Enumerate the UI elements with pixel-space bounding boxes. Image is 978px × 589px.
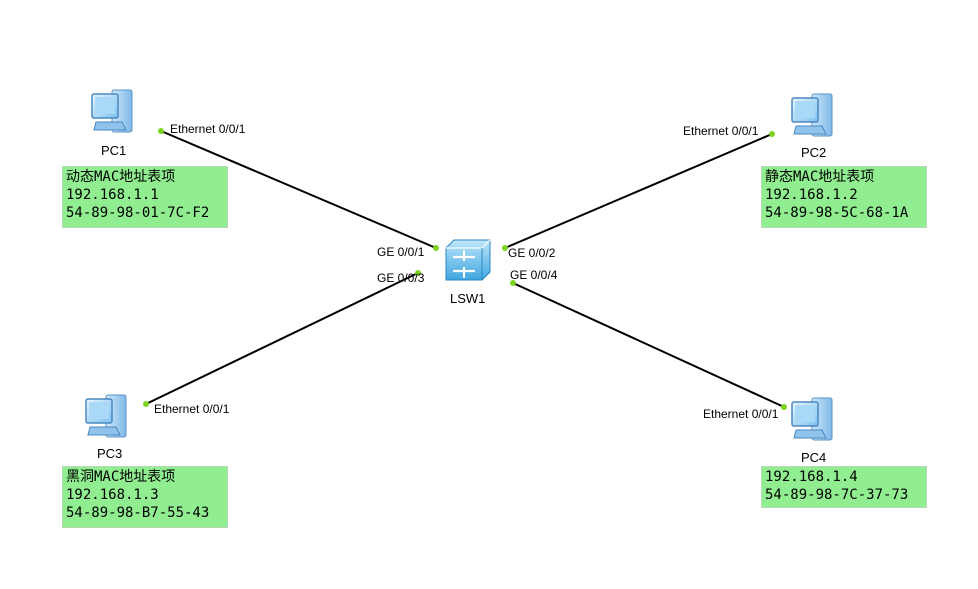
pc4-label: PC4 <box>801 450 827 465</box>
lsw1-label: LSW1 <box>450 291 486 306</box>
port-label-pc1: Ethernet 0/0/1 <box>170 122 246 136</box>
link-pc3-lsw1[interactable] <box>145 272 419 405</box>
pc3-icon[interactable] <box>85 394 127 438</box>
port-dot-pc1 <box>158 128 164 134</box>
note-pc1-title: 动态MAC地址表项 <box>66 169 176 185</box>
note-pc4-ip: 192.168.1.4 <box>765 469 858 485</box>
pc3-label: PC3 <box>97 446 123 461</box>
note-pc1-mac: 54-89-98-01-7C-F2 <box>66 205 210 221</box>
note-pc3[interactable]: 黑洞MAC地址表项 192.168.1.3 54-89-98-B7-55-43 <box>62 466 228 528</box>
note-pc2-ip: 192.168.1.2 <box>765 187 858 203</box>
note-pc3-mac: 54-89-98-B7-55-43 <box>66 505 210 521</box>
pc1-label: PC1 <box>101 143 127 158</box>
port-dot-sw-g2 <box>502 245 508 251</box>
pc2-label: PC2 <box>801 145 827 160</box>
port-dot-pc2 <box>769 131 775 137</box>
port-label-sw-g4: GE 0/0/4 <box>510 268 558 282</box>
port-label-sw-g1: GE 0/0/1 <box>377 245 425 259</box>
note-pc1-ip: 192.168.1.1 <box>66 187 159 203</box>
port-dot-sw-g4 <box>510 280 516 286</box>
switch-icon[interactable] <box>445 239 491 281</box>
pc4-icon[interactable] <box>791 397 833 441</box>
port-label-pc3: Ethernet 0/0/1 <box>154 402 230 416</box>
port-dot-sw-g1 <box>433 245 439 251</box>
note-pc3-ip: 192.168.1.3 <box>66 487 159 503</box>
port-label-sw-g2: GE 0/0/2 <box>508 246 556 260</box>
note-pc3-title: 黑洞MAC地址表项 <box>66 469 176 485</box>
note-pc2-title: 静态MAC地址表项 <box>765 169 875 185</box>
note-pc1[interactable]: 动态MAC地址表项 192.168.1.1 54-89-98-01-7C-F2 <box>62 166 228 228</box>
note-pc4-mac: 54-89-98-7C-37-73 <box>765 487 909 503</box>
port-dot-pc4 <box>781 404 787 410</box>
port-label-pc2: Ethernet 0/0/1 <box>683 124 759 138</box>
note-pc4[interactable]: 192.168.1.4 54-89-98-7C-37-73 <box>761 466 927 508</box>
port-label-sw-g3: GE 0/0/3 <box>377 271 425 285</box>
note-pc2-mac: 54-89-98-5C-68-1A <box>765 205 909 221</box>
port-label-pc4: Ethernet 0/0/1 <box>703 407 779 421</box>
port-dot-sw-g3 <box>415 270 421 276</box>
link-pc4-lsw1[interactable] <box>512 282 785 408</box>
pc1-icon[interactable] <box>91 89 133 133</box>
pc2-icon[interactable] <box>791 93 833 137</box>
port-dot-pc3 <box>143 401 149 407</box>
link-pc1-lsw1[interactable] <box>160 130 437 249</box>
note-pc2[interactable]: 静态MAC地址表项 192.168.1.2 54-89-98-5C-68-1A <box>761 166 927 228</box>
link-pc2-lsw1[interactable] <box>504 133 773 249</box>
